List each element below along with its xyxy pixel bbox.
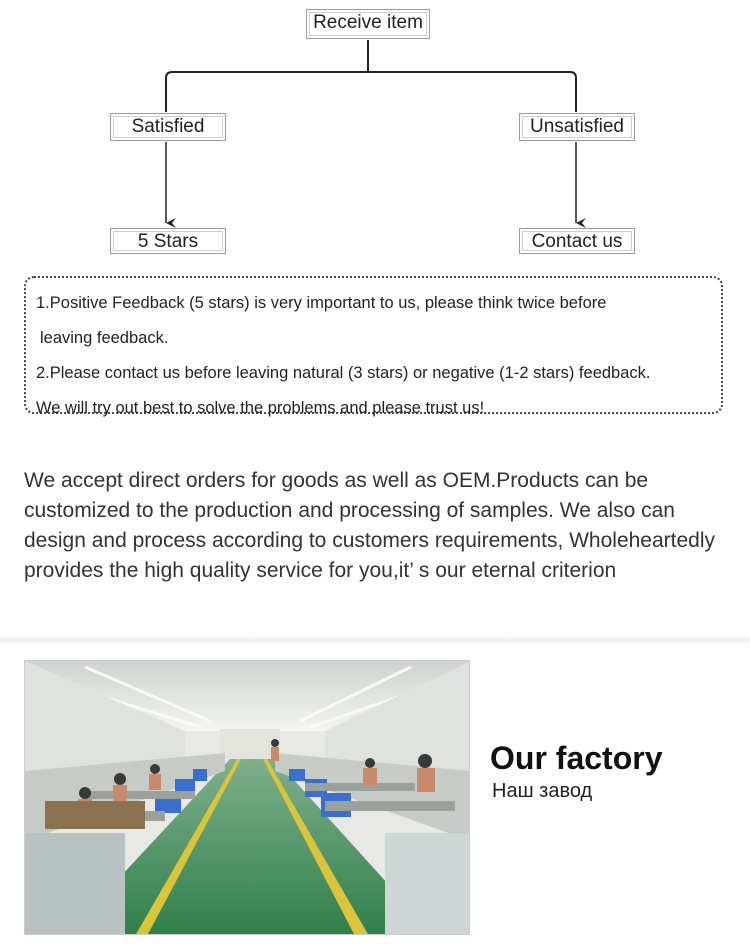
factory-subtitle: Наш завод	[492, 780, 593, 802]
factory-title: Our factory	[490, 740, 663, 776]
factory-photo-illustration	[25, 661, 469, 934]
node-contact-us: Contact us	[519, 228, 635, 254]
node-satisfied: Satisfied	[110, 113, 226, 141]
node-satisfied-label: Satisfied	[131, 116, 205, 137]
section-divider	[0, 634, 750, 646]
node-5-stars-label: 5 Stars	[137, 231, 199, 252]
note-line-3: 2.Please contact us before leaving natur…	[36, 364, 651, 382]
node-receive-item-label: Receive item	[313, 12, 423, 33]
feedback-flowchart: Receive item Satisfied Unsatisfied 5 Sta…	[0, 0, 750, 270]
node-contact-us-label: Contact us	[531, 231, 623, 252]
note-line-4: We will try out best to solve the proble…	[36, 399, 485, 417]
node-receive-item: Receive item	[306, 9, 430, 39]
branch-connector	[165, 71, 577, 112]
note-line-1: 1.Positive Feedback (5 stars) is very im…	[36, 294, 607, 312]
node-unsatisfied-label: Unsatisfied	[530, 116, 624, 137]
flowchart-connectors	[165, 40, 586, 228]
company-intro-paragraph: We accept direct orders for goods as wel…	[24, 469, 716, 582]
node-5-stars: 5 Stars	[110, 228, 226, 254]
feedback-notes-box: 1.Positive Feedback (5 stars) is very im…	[24, 276, 723, 417]
node-unsatisfied: Unsatisfied	[519, 113, 635, 141]
factory-photo	[24, 660, 470, 935]
note-line-2: leaving feedback.	[40, 329, 169, 347]
